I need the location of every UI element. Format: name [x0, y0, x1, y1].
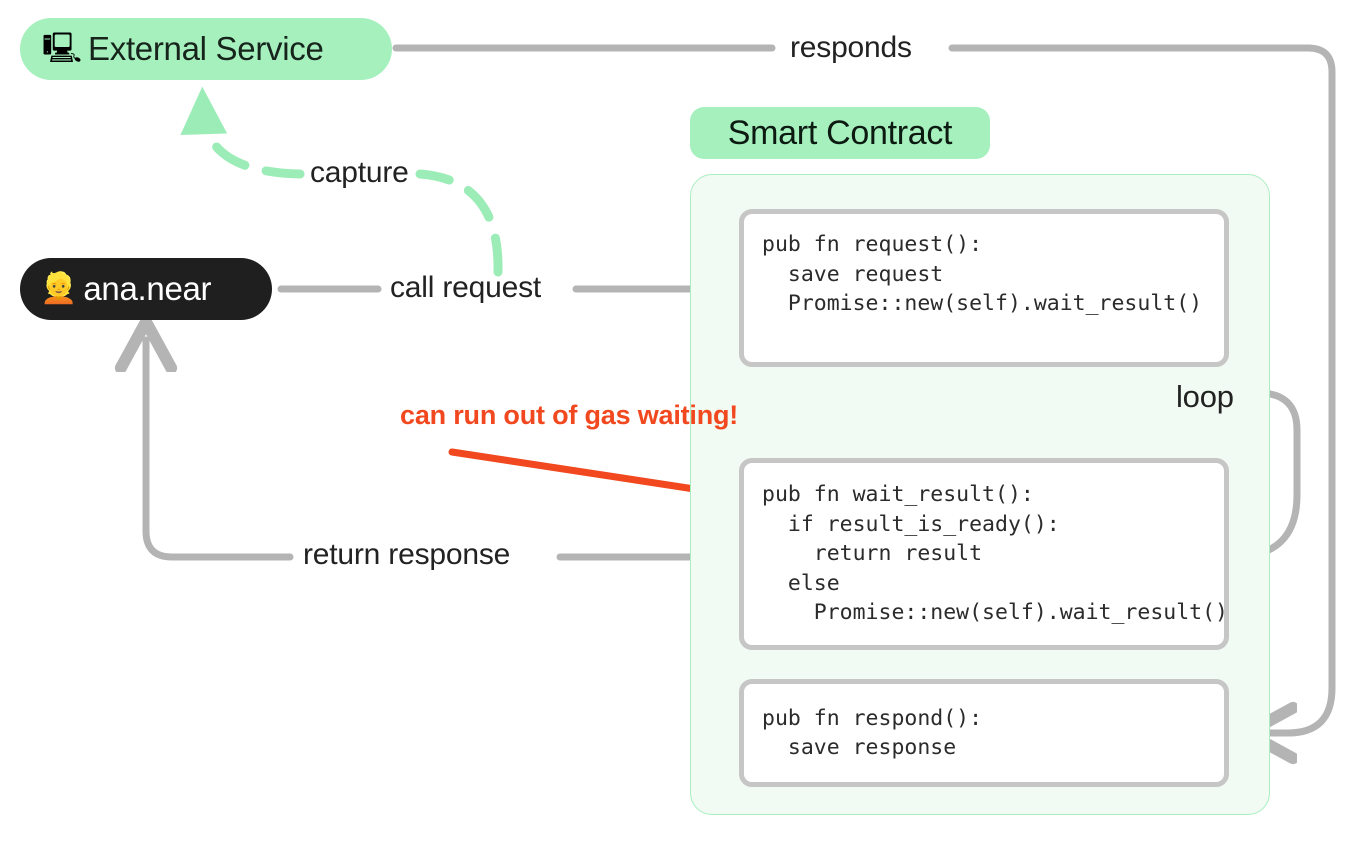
edge-label-capture: capture: [310, 156, 409, 189]
edge-label-loop: loop: [1176, 379, 1234, 414]
code-text-request: pub fn request(): save request Promise::…: [762, 232, 1203, 316]
warning-arrow: [448, 448, 727, 494]
code-block-request: pub fn request(): save request Promise::…: [739, 209, 1229, 367]
edge-label-call-request: call request: [390, 271, 542, 304]
code-block-respond: pub fn respond(): save response: [739, 679, 1229, 787]
person-icon: 👱: [40, 272, 78, 305]
edge-return-response: [146, 340, 741, 561]
node-external-service[interactable]: 🖳 External Service: [20, 18, 392, 80]
code-block-wait-result: pub fn wait_result(): if result_is_ready…: [739, 458, 1229, 650]
code-text-respond: pub fn respond(): save response: [762, 705, 983, 761]
node-user-account[interactable]: 👱 ana.near: [20, 258, 272, 320]
edge-label-return-response: return response: [303, 538, 511, 571]
edge-capture: [180, 86, 503, 277]
edge-label-responds: responds: [790, 31, 912, 64]
code-text-wait-result: pub fn wait_result(): if result_is_ready…: [762, 482, 1228, 626]
smart-contract-title: Smart Contract: [690, 107, 990, 159]
warning-annotation: can run out of gas waiting!: [400, 400, 739, 430]
external-service-label: External Service: [88, 30, 324, 67]
server-icon: 🖳: [42, 32, 83, 65]
user-account-label: ana.near: [83, 270, 212, 307]
